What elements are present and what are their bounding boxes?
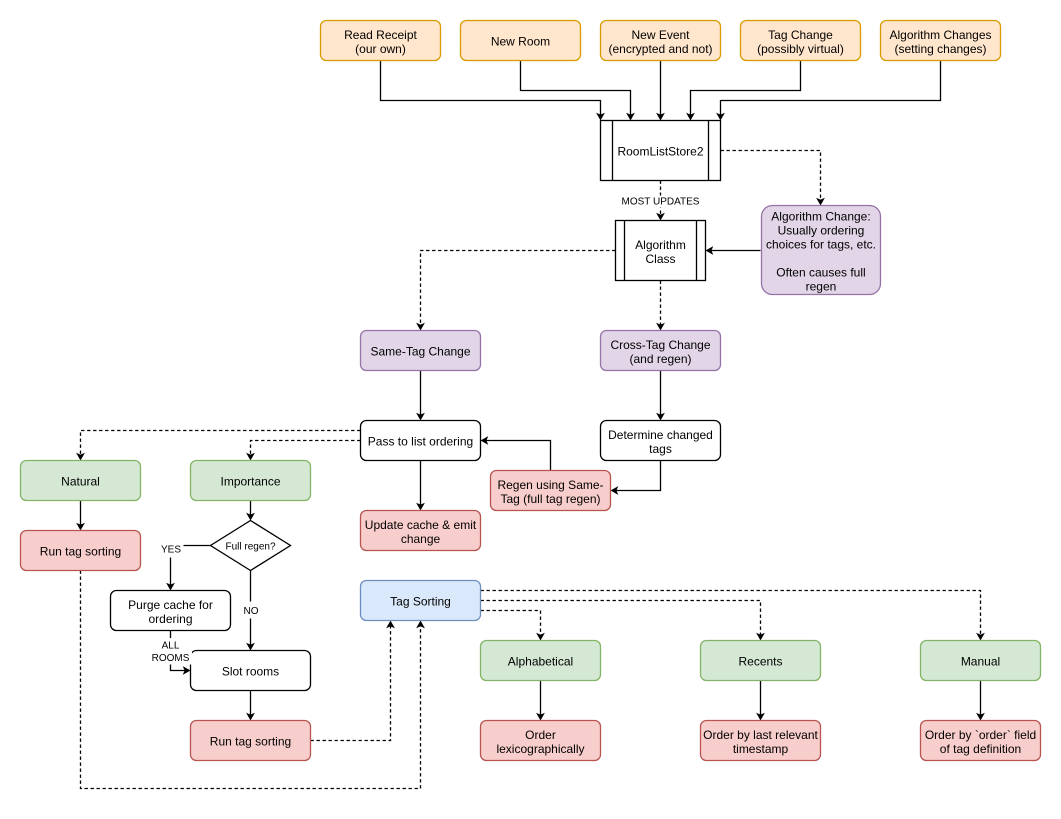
svg-text:(and regen): (and regen) (629, 352, 691, 366)
svg-text:Full regen?: Full regen? (225, 542, 275, 553)
svg-text:change: change (401, 532, 441, 546)
svg-text:(encrypted and not): (encrypted and not) (608, 42, 712, 56)
svg-text:Class: Class (645, 252, 675, 266)
svg-text:Read Receipt: Read Receipt (344, 28, 417, 42)
svg-text:Tag Change: Tag Change (768, 28, 833, 42)
svg-text:New Room: New Room (491, 35, 550, 49)
svg-text:Order by last relevant: Order by last relevant (703, 728, 818, 742)
svg-text:Run tag sorting: Run tag sorting (210, 735, 291, 749)
svg-text:Order by `order` field: Order by `order` field (925, 728, 1036, 742)
svg-text:tags: tags (649, 442, 672, 456)
svg-text:RoomListStore2: RoomListStore2 (617, 145, 703, 159)
svg-text:(our own): (our own) (355, 42, 406, 56)
svg-text:ordering: ordering (148, 612, 192, 626)
svg-text:lexicographically: lexicographically (496, 742, 584, 756)
svg-text:(setting changes): (setting changes) (894, 42, 986, 56)
svg-text:ROOMS: ROOMS (152, 653, 190, 664)
svg-text:Cross-Tag Change: Cross-Tag Change (610, 338, 710, 352)
svg-text:(possibly virtual): (possibly virtual) (757, 42, 844, 56)
svg-text:Recents: Recents (738, 655, 782, 669)
svg-text:Order: Order (525, 728, 556, 742)
svg-text:Update cache & emit: Update cache & emit (365, 518, 477, 532)
svg-text:Algorithm Changes: Algorithm Changes (889, 28, 991, 42)
svg-text:MOST UPDATES: MOST UPDATES (622, 197, 700, 208)
svg-text:Usually ordering: Usually ordering (778, 224, 865, 238)
svg-text:Same-Tag Change: Same-Tag Change (370, 345, 470, 359)
svg-text:Tag (full tag regen): Tag (full tag regen) (500, 492, 600, 506)
svg-text:Pass to list ordering: Pass to list ordering (368, 435, 473, 449)
svg-text:Algorithm: Algorithm (635, 238, 686, 252)
svg-text:Alphabetical: Alphabetical (508, 655, 573, 669)
svg-text:Algorithm Change:: Algorithm Change: (771, 210, 870, 224)
svg-text:Slot rooms: Slot rooms (222, 665, 279, 679)
svg-text:of tag definition: of tag definition (940, 742, 1021, 756)
svg-text:New Event: New Event (631, 28, 690, 42)
svg-text:YES: YES (161, 545, 181, 556)
svg-text:ALL: ALL (162, 641, 180, 652)
svg-text:Importance: Importance (220, 475, 280, 489)
svg-text:Natural: Natural (61, 475, 100, 489)
svg-text:Manual: Manual (961, 655, 1000, 669)
svg-text:Often causes full: Often causes full (776, 266, 865, 280)
svg-text:Determine changed: Determine changed (608, 428, 713, 442)
svg-text:regen: regen (806, 280, 837, 294)
svg-text:choices for tags, etc.: choices for tags, etc. (766, 238, 876, 252)
svg-text:timestamp: timestamp (733, 742, 789, 756)
svg-text:Tag Sorting: Tag Sorting (390, 595, 451, 609)
svg-text:Regen using Same-: Regen using Same- (497, 478, 603, 492)
svg-text:NO: NO (244, 606, 259, 617)
svg-text:Run tag sorting: Run tag sorting (40, 545, 121, 559)
svg-text:Purge cache for: Purge cache for (128, 598, 213, 612)
